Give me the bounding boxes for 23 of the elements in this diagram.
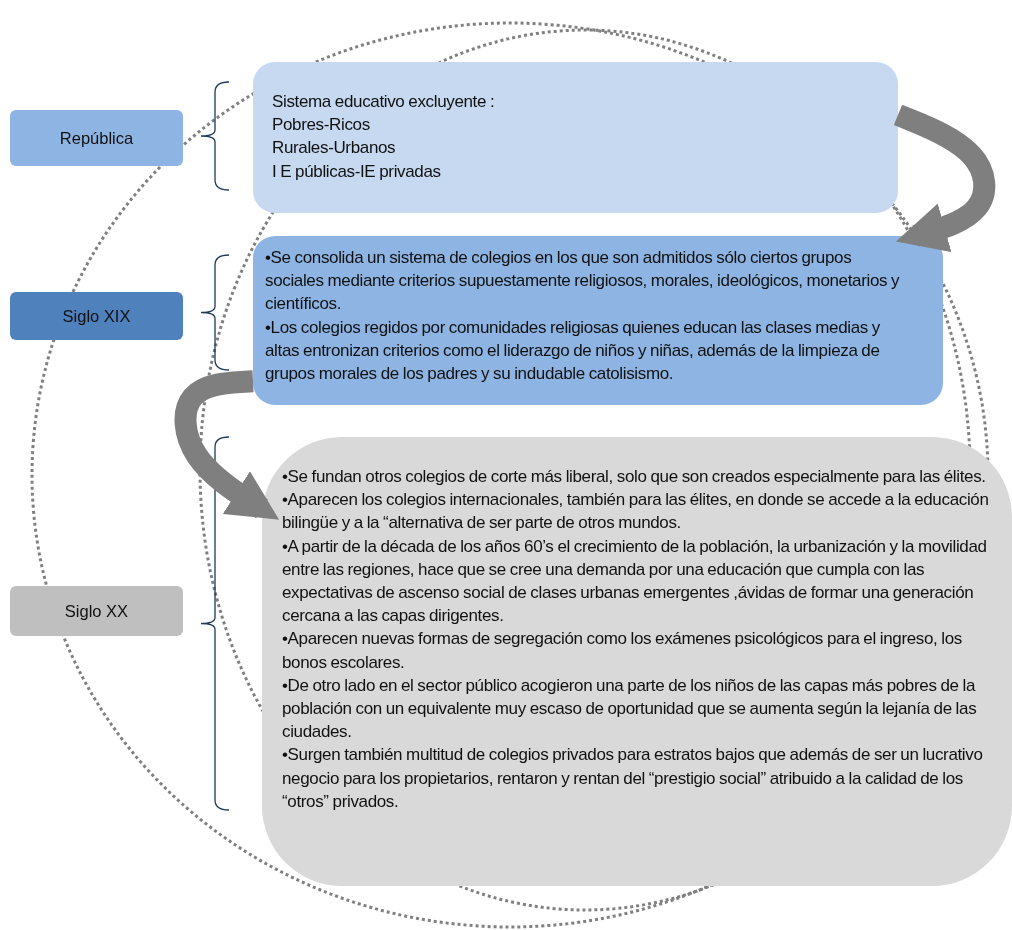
text-line: •A partir de la década de los años 60’s el crecimiento de la población, la urbanización y la movilidad entre las regiones, hace que se cree una demanda por una educación que cumpla con las expectativas de ascenso social de clases urbanas emergentes ,ávidas de formar una generación cercana a las capas dirigentes. xyxy=(282,535,988,628)
text-line: •Aparecen los colegios internacionales, también para las élites, en donde se accede a la educación bilingüe y a la “alternativa de ser parte de otros mundos. xyxy=(282,489,990,535)
text-line: •Los colegios regidos por comunidades religiosas quienes educan las clases medias y altas entronizan criterios como el liderazgo de niños y niñas, además de la limpieza de grupos morales de los padres y su indudable catolisismo. xyxy=(265,316,881,385)
text-line: •Se consolida un sistema de colegios en los que son admitidos sólo ciertos grupos sociales mediante criterios supuestamente religiosos, morales, ideológicos, monetarios y científicos. xyxy=(265,247,901,316)
content-box xyxy=(253,62,898,213)
content-box xyxy=(253,236,943,405)
period-label-box xyxy=(10,110,183,166)
text-line: •De otro lado en el sector público acogieron una parte de los niños de las capas más pobres de la población con un equivalente muy escaso de oportunidad que se aumenta según la lejanía de las ciudades. xyxy=(282,674,978,744)
text-line: Sistema educativo excluyente : xyxy=(272,91,496,113)
text-line: •Se fundan otros colegios de corte más liberal, solo que son creados especialmente para las élites. xyxy=(282,466,987,488)
text-line: •Surgen también multitud de colegios privados para estratos bajos que además de ser un lucrativo negocio para los propietarios, rentaron y rentan del “prestigio social” atribuido a la calidad de los “otros” privados. xyxy=(282,744,984,813)
curved-arrow xyxy=(893,104,996,253)
content-box xyxy=(262,437,1012,886)
text-line: •Aparecen nuevas formas de segregación como los exámenes psicológicos para el ingreso, los bonos escolares. xyxy=(282,628,963,674)
curved-arrow xyxy=(174,370,280,520)
period-label-box xyxy=(10,292,183,340)
period-label: República xyxy=(59,128,134,148)
text-line: I E públicas-IE privadas xyxy=(272,160,442,183)
period-label: Siglo XX xyxy=(64,601,129,621)
period-label-box xyxy=(10,586,183,636)
text-line: Pobres-Ricos xyxy=(272,114,371,137)
period-label: Siglo XIX xyxy=(62,306,131,326)
text-line: Rurales-Urbanos xyxy=(272,137,397,160)
